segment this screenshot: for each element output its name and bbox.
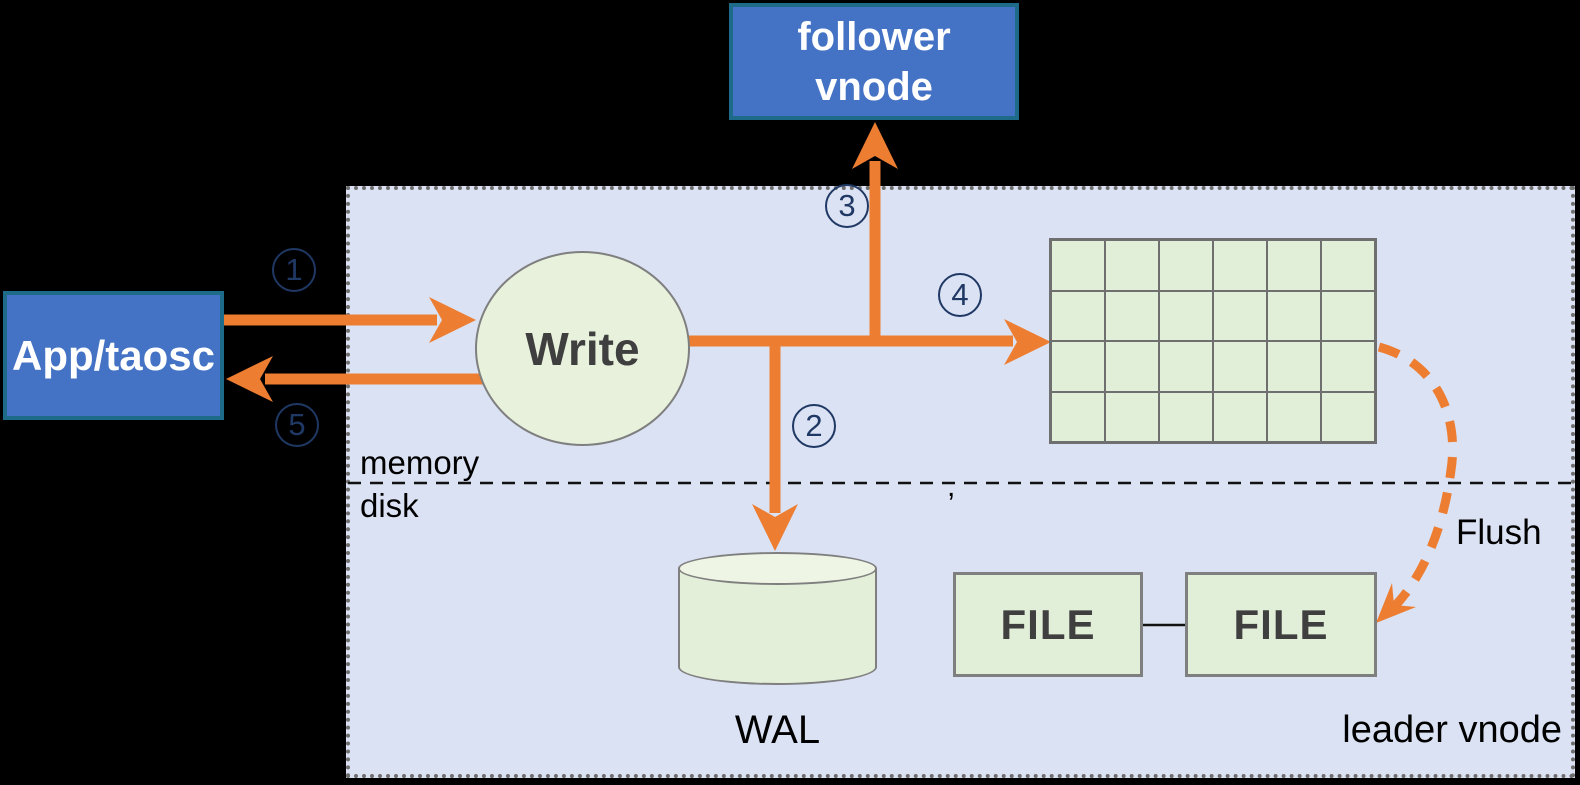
wal-cylinder — [678, 552, 877, 685]
memtable-cell — [1105, 391, 1159, 442]
follower-vnode-label-line1: follower — [797, 14, 951, 59]
wal-label: WAL — [734, 708, 821, 752]
memtable-cell — [1105, 341, 1159, 392]
memtable-grid — [1049, 238, 1377, 444]
step-circle-3: 3 — [825, 184, 869, 228]
memtable-cell — [1159, 341, 1213, 392]
memtable-cell — [1159, 290, 1213, 341]
memtable-cell — [1159, 391, 1213, 442]
memtable-cell — [1051, 391, 1105, 442]
step-1-number: 1 — [285, 252, 303, 287]
memtable-cell — [1105, 240, 1159, 291]
wal-cylinder-top — [678, 552, 877, 585]
memtable-cell — [1051, 341, 1105, 392]
write-label: Write — [525, 322, 640, 375]
memtable-cell — [1267, 341, 1321, 392]
memtable-cell — [1213, 290, 1267, 341]
memtable-cell — [1321, 240, 1375, 291]
memory-label: memory — [360, 444, 480, 481]
step-circle-5: 5 — [275, 403, 319, 447]
write-process-node: Write — [475, 251, 690, 446]
file-node-2: FILE — [1185, 572, 1377, 677]
memtable-cell — [1051, 290, 1105, 341]
wal-cylinder-body — [678, 568, 877, 685]
memtable-cell — [1267, 240, 1321, 291]
disk-label: disk — [360, 487, 419, 524]
file-1-label: FILE — [1000, 600, 1096, 648]
step-circle-1: 1 — [272, 248, 316, 292]
app-taosc-label: App/taosc — [11, 331, 216, 379]
divider-comma-mark: , — [947, 470, 956, 503]
memtable-cell — [1213, 240, 1267, 291]
step-3-number: 3 — [838, 188, 856, 223]
memtable-cell — [1321, 341, 1375, 392]
step-4-number: 4 — [951, 277, 969, 312]
app-taosc-node: App/taosc — [3, 291, 224, 420]
arrow-5-head — [226, 356, 273, 402]
step-circle-4: 4 — [938, 273, 982, 317]
follower-vnode-label-line2: vnode — [815, 64, 933, 109]
memtable-cell — [1213, 391, 1267, 442]
flush-label: Flush — [1456, 513, 1542, 552]
follower-vnode-node: follower vnode — [729, 3, 1019, 120]
file-2-label: FILE — [1233, 600, 1329, 648]
step-circle-2: 2 — [792, 404, 836, 448]
memtable-cell — [1321, 290, 1375, 341]
memtable-cell — [1267, 391, 1321, 442]
memtable-cell — [1159, 240, 1213, 291]
memtable-cell — [1267, 290, 1321, 341]
step-2-number: 2 — [805, 408, 823, 443]
step-5-number: 5 — [288, 407, 306, 442]
memtable-cell — [1321, 391, 1375, 442]
memtable-cell — [1213, 341, 1267, 392]
arrow-3-head — [852, 122, 898, 169]
memtable-cell — [1105, 290, 1159, 341]
file-node-1: FILE — [953, 572, 1143, 677]
memtable-cell — [1051, 240, 1105, 291]
leader-vnode-label: leader vnode — [1342, 709, 1562, 751]
